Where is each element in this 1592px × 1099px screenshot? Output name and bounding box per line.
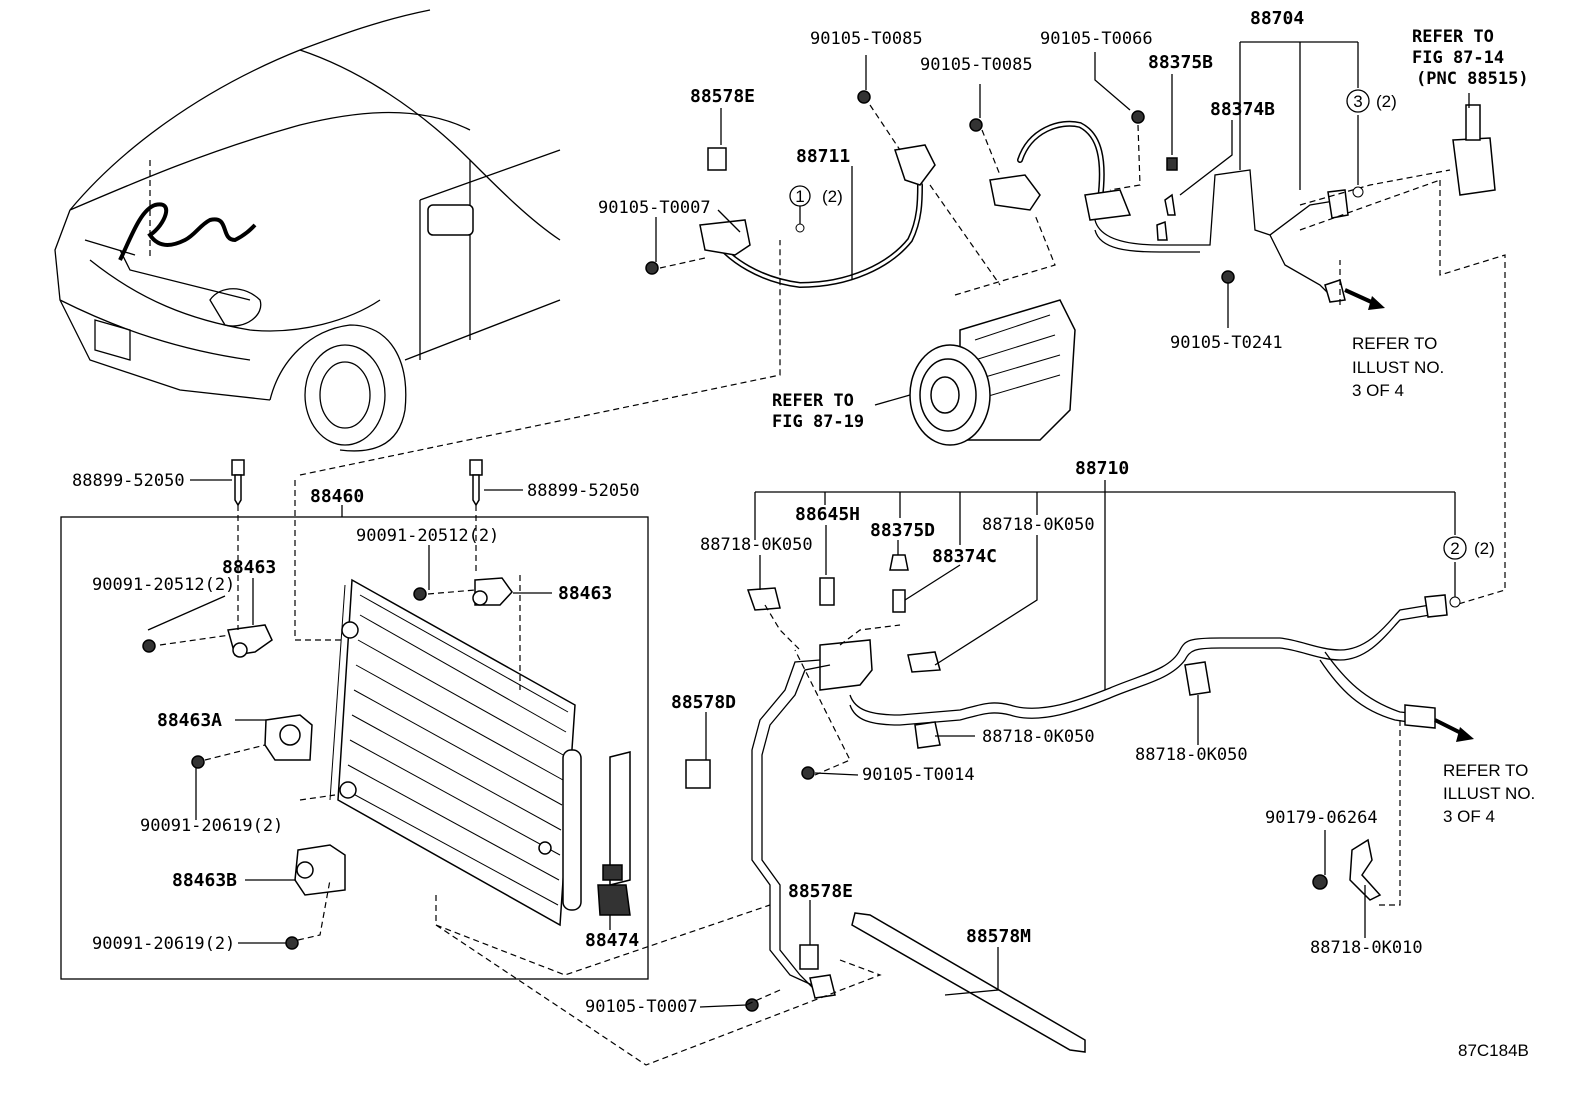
label-90091-20512-a: 90091-20512(2) bbox=[356, 526, 499, 546]
label-88578E-bot: 88578E bbox=[788, 881, 853, 902]
label-90105-T0085-b: 90105-T0085 bbox=[920, 55, 1033, 75]
condenser-illustration bbox=[329, 578, 631, 927]
label-88463A: 88463A bbox=[157, 710, 222, 731]
dashed-guides bbox=[159, 104, 1506, 1066]
vehicle-illustration bbox=[54, 9, 561, 452]
label-90105-T0085-a: 90105-T0085 bbox=[810, 29, 923, 49]
label-88463B: 88463B bbox=[172, 870, 237, 891]
label-88463-b: 88463 bbox=[558, 583, 612, 604]
pipe-88710 bbox=[685, 554, 1474, 1012]
label-88710: 88710 bbox=[1075, 458, 1129, 479]
hose-88711 bbox=[645, 90, 936, 289]
note-refer-fig-87-14: REFER TO FIG 87-14 (PNC 88515) bbox=[1412, 27, 1529, 89]
label-90105-T0007-top: 90105-T0007 bbox=[598, 198, 711, 218]
label-88375D: 88375D bbox=[870, 520, 935, 541]
label-88899-52050-b: 88899-52050 bbox=[527, 481, 640, 501]
label-88460: 88460 bbox=[310, 486, 364, 507]
condenser-fasteners bbox=[142, 459, 552, 950]
label-90105-T0014: 90105-T0014 bbox=[862, 765, 975, 785]
circled-ref-3: 3 (2) bbox=[1346, 89, 1397, 198]
label-90179-06264: 90179-06264 bbox=[1265, 808, 1378, 828]
svg-text:(2): (2) bbox=[822, 187, 843, 206]
label-88375B: 88375B bbox=[1148, 52, 1213, 73]
label-88718-0K050-b: 88718-0K050 bbox=[700, 535, 813, 555]
hose-88704 bbox=[969, 104, 1496, 310]
note-refer-fig-87-19: REFER TO FIG 87-19 bbox=[772, 391, 864, 432]
svg-text:(2): (2) bbox=[1376, 92, 1397, 111]
svg-text:2: 2 bbox=[1450, 539, 1459, 558]
compressor bbox=[909, 299, 1076, 446]
part-labels: 88704 90105-T0066 90105-T0085 90105-T008… bbox=[72, 8, 1423, 1017]
circled-ref-2: 2 (2) bbox=[1443, 536, 1495, 608]
label-90105-T0066: 90105-T0066 bbox=[1040, 29, 1153, 49]
note-refer-illust-bottom: REFER TO ILLUST NO. 3 OF 4 bbox=[1443, 761, 1535, 826]
label-88718-0K050-a: 88718-0K050 bbox=[982, 515, 1095, 535]
circled-ref-1: 1 (2) bbox=[789, 185, 843, 233]
svg-text:ILLUST NO.: ILLUST NO. bbox=[1352, 358, 1444, 377]
svg-text:(PNC 88515): (PNC 88515) bbox=[1416, 69, 1529, 89]
label-90105-T0241: 90105-T0241 bbox=[1170, 333, 1283, 353]
svg-text:ILLUST NO.: ILLUST NO. bbox=[1443, 784, 1535, 803]
svg-text:1: 1 bbox=[795, 187, 804, 206]
diagram-id: 87C184B bbox=[1458, 1041, 1529, 1060]
svg-text:FIG 87-19: FIG 87-19 bbox=[772, 412, 864, 432]
label-90091-20619-b: 90091-20619(2) bbox=[92, 934, 235, 954]
svg-text:REFER TO: REFER TO bbox=[772, 391, 854, 411]
label-88474: 88474 bbox=[585, 930, 639, 951]
bracket-88718-0K010 bbox=[1312, 838, 1382, 901]
label-88645H: 88645H bbox=[795, 504, 860, 525]
label-88718-0K050-d: 88718-0K050 bbox=[1135, 745, 1248, 765]
label-88718-0K050-c: 88718-0K050 bbox=[982, 727, 1095, 747]
label-88704: 88704 bbox=[1250, 8, 1304, 29]
label-88899-52050-a: 88899-52050 bbox=[72, 471, 185, 491]
strip-88578M bbox=[851, 912, 1086, 1053]
svg-text:REFER TO: REFER TO bbox=[1443, 761, 1528, 780]
label-88718-0K010: 88718-0K010 bbox=[1310, 938, 1423, 958]
note-refer-illust-top: REFER TO ILLUST NO. 3 OF 4 bbox=[1352, 334, 1444, 400]
label-90091-20512-b: 90091-20512(2) bbox=[92, 575, 235, 595]
label-88374C: 88374C bbox=[932, 546, 997, 567]
label-88711: 88711 bbox=[796, 146, 850, 167]
condenser-group-box bbox=[60, 516, 649, 980]
svg-text:3: 3 bbox=[1353, 92, 1362, 111]
svg-text:3 OF 4: 3 OF 4 bbox=[1352, 381, 1404, 400]
svg-text:FIG 87-14: FIG 87-14 bbox=[1412, 48, 1504, 68]
label-90091-20619-a: 90091-20619(2) bbox=[140, 816, 283, 836]
svg-text:3 OF 4: 3 OF 4 bbox=[1443, 807, 1495, 826]
svg-text:REFER TO: REFER TO bbox=[1412, 27, 1494, 47]
label-90105-T0007-bot: 90105-T0007 bbox=[585, 997, 698, 1017]
label-88578D: 88578D bbox=[671, 692, 736, 713]
label-88578M: 88578M bbox=[966, 926, 1031, 947]
label-88578E-top: 88578E bbox=[690, 86, 755, 107]
svg-text:(2): (2) bbox=[1474, 539, 1495, 558]
svg-text:REFER TO: REFER TO bbox=[1352, 334, 1437, 353]
label-88374B: 88374B bbox=[1210, 99, 1275, 120]
leader-lines bbox=[147, 41, 1470, 1008]
label-88463-a: 88463 bbox=[222, 557, 276, 578]
